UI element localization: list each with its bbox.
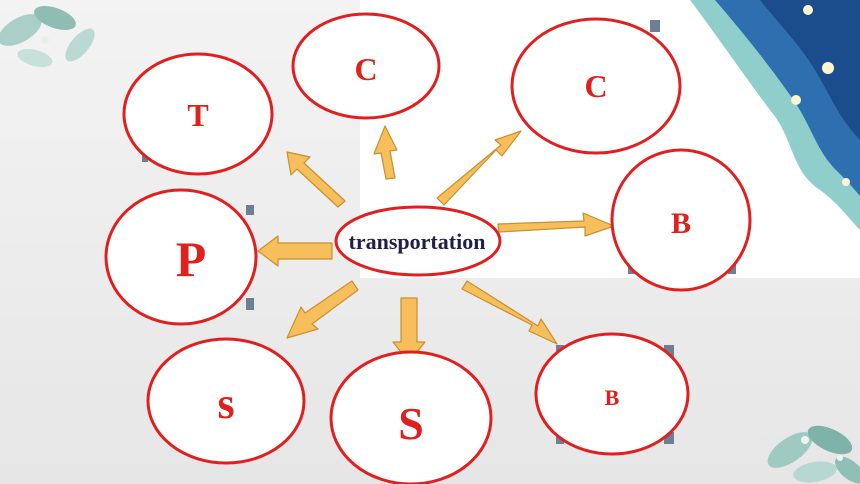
bubble-c-top-label: C [354,51,377,87]
bubble-b-right-label: B [671,207,691,240]
bubble-s-bottom-label: S [398,398,424,449]
arrow-to-p [257,235,333,267]
arrow-to-t [286,151,346,208]
bubble-p-label: P [176,231,207,287]
leaf-decoration-bottom-right [767,425,860,484]
bubble-t: T [122,52,274,176]
center-label: transportation [349,229,486,254]
arrow-to-b-right [497,212,615,237]
bubble-c-right-label: C [584,68,607,104]
arrow-to-s-left [286,280,359,339]
blue-wave-decoration [690,0,860,230]
bubble-s-bottom: S [329,350,493,484]
bubble-s-left: s [146,337,306,465]
bubble-b-right: B [610,148,752,292]
arrows [257,125,615,363]
arrow-to-b-bottom [461,280,558,345]
bubble-b-bottom: B [534,332,690,456]
bubble-b-bottom-label: B [605,385,620,410]
bubble-c-top: C [291,12,441,120]
arrow-to-c-right [436,130,522,206]
bubble-s-left-label: s [217,379,234,428]
bubble-t-label: T [187,97,208,133]
bubble-p: P [104,188,258,326]
center-node: transportation [334,205,502,277]
bubble-c-right: C [510,17,682,155]
arrow-to-c-top [373,125,398,180]
leaf-decoration-top-left [0,5,95,68]
